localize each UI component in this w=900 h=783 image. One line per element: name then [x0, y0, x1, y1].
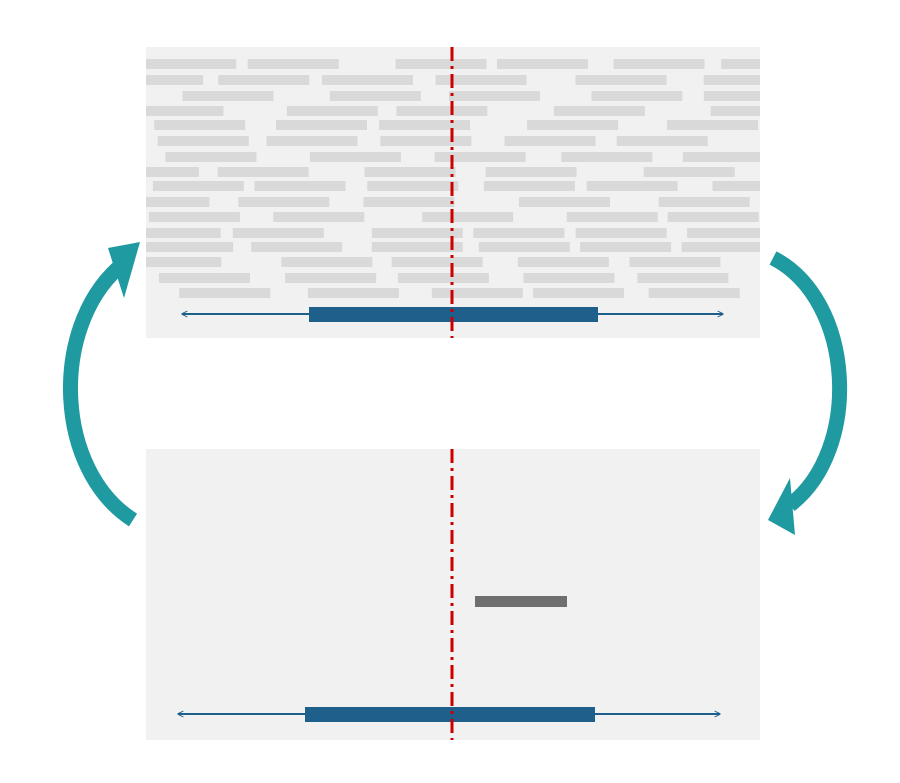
text-line-placeholder [681, 242, 760, 252]
text-line-placeholder [148, 212, 240, 222]
text-line-placeholder [146, 106, 224, 116]
text-line-placeholder [157, 136, 249, 146]
text-line-placeholder [146, 257, 222, 267]
text-line-placeholder [523, 273, 615, 283]
text-line-placeholder [448, 91, 540, 101]
text-line-placeholder [422, 212, 514, 222]
text-line-placeholder [321, 75, 413, 85]
text-line-placeholder [217, 167, 309, 177]
text-line-placeholder [527, 120, 619, 130]
text-line-placeholder [518, 197, 610, 207]
text-line-placeholder [561, 152, 653, 162]
text-line-placeholder [643, 167, 735, 177]
interval-bar-bottom [305, 707, 595, 722]
text-line-placeholder [158, 273, 250, 283]
text-line-placeholder [146, 228, 221, 238]
text-line-placeholder [146, 167, 199, 177]
text-line-placeholder [682, 152, 760, 162]
text-line-placeholder [473, 228, 565, 238]
text-line-placeholder [266, 136, 358, 146]
text-line-placeholder [273, 212, 365, 222]
cycle-arrow-right-icon [768, 251, 848, 535]
text-line-placeholder [254, 181, 346, 191]
text-line-placeholder [616, 136, 708, 146]
text-line-placeholder [580, 242, 672, 252]
text-line-placeholder [586, 181, 678, 191]
text-line-placeholder [667, 212, 759, 222]
text-line-placeholder [613, 59, 705, 69]
text-line-placeholder [504, 136, 596, 146]
text-line-placeholder [658, 197, 750, 207]
cycle-arrow-left-icon [63, 242, 140, 527]
text-line-placeholder [687, 228, 760, 238]
text-line-placeholder [591, 91, 683, 101]
text-line-placeholder [281, 257, 373, 267]
text-line-placeholder [483, 181, 575, 191]
text-line-placeholder [648, 288, 740, 298]
text-line-placeholder [371, 242, 463, 252]
text-line-placeholder [146, 59, 237, 69]
text-line-placeholder [553, 106, 645, 116]
text-line-placeholder [146, 197, 210, 207]
text-line-placeholder [397, 273, 489, 283]
text-lines [146, 59, 760, 298]
text-line-placeholder [363, 197, 455, 207]
text-line-placeholder [431, 288, 523, 298]
text-line-placeholder [165, 152, 257, 162]
text-line-placeholder [309, 152, 401, 162]
text-line-placeholder [703, 91, 760, 101]
estimate-bar [475, 596, 567, 607]
text-line-placeholder [533, 288, 625, 298]
text-line-placeholder [146, 75, 204, 85]
text-line-placeholder [247, 59, 339, 69]
text-line-placeholder [232, 228, 324, 238]
text-line-placeholder [391, 257, 483, 267]
text-line-placeholder [179, 288, 271, 298]
text-line-placeholder [396, 106, 488, 116]
text-line-placeholder [307, 288, 399, 298]
text-line-placeholder [395, 59, 487, 69]
text-line-placeholder [434, 152, 526, 162]
text-line-placeholder [371, 228, 463, 238]
text-line-placeholder [329, 91, 421, 101]
text-line-placeholder [721, 59, 760, 69]
text-line-placeholder [286, 106, 378, 116]
text-line-placeholder [146, 242, 234, 252]
text-line-placeholder [251, 242, 343, 252]
text-line-placeholder [575, 75, 667, 85]
text-line-placeholder [575, 228, 667, 238]
text-line-placeholder [637, 273, 729, 283]
text-line-placeholder [152, 181, 244, 191]
text-line-placeholder [285, 273, 377, 283]
text-line-placeholder [712, 181, 760, 191]
text-line-placeholder [629, 257, 721, 267]
text-line-placeholder [496, 59, 588, 69]
text-line-placeholder [238, 197, 330, 207]
text-line-placeholder [154, 120, 246, 130]
text-line-placeholder [218, 75, 310, 85]
text-line-placeholder [710, 106, 760, 116]
text-line-placeholder [182, 91, 274, 101]
text-line-placeholder [276, 120, 368, 130]
text-line-placeholder [435, 75, 527, 85]
text-line-placeholder [478, 242, 570, 252]
text-line-placeholder [364, 167, 456, 177]
text-line-placeholder [566, 212, 658, 222]
text-line-placeholder [667, 120, 759, 130]
text-line-placeholder [380, 136, 472, 146]
text-line-placeholder [367, 181, 459, 191]
text-line-placeholder [485, 167, 577, 177]
text-line-placeholder [517, 257, 609, 267]
interval-bar-top [309, 307, 598, 322]
text-line-placeholder [379, 120, 471, 130]
text-line-placeholder [703, 75, 760, 85]
